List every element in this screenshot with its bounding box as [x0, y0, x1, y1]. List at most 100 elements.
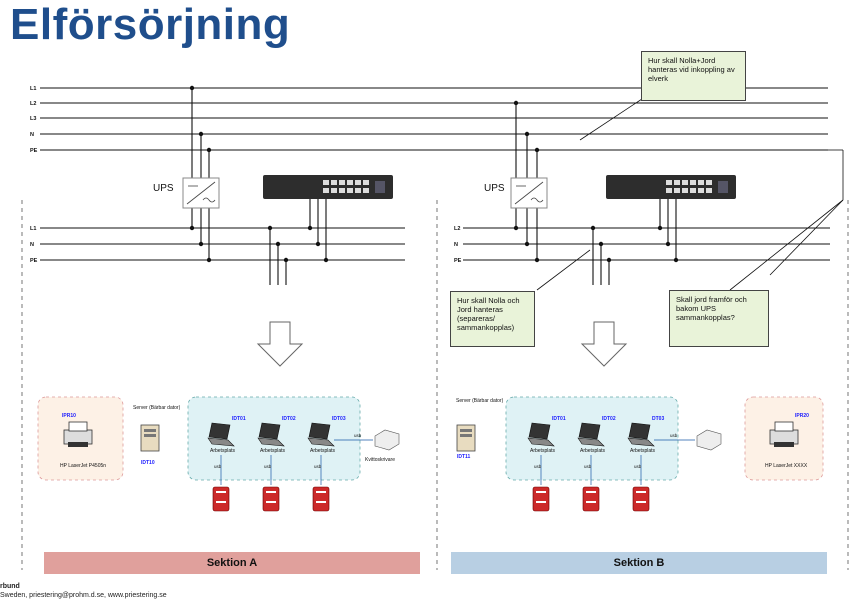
- server-id-a: IDT10: [141, 460, 155, 466]
- printer-name-a: HP LaserJet P4505n: [60, 463, 106, 469]
- battery-stripe: [216, 501, 226, 503]
- bus-label-b-pe: PE: [454, 258, 462, 264]
- junction-dot: [323, 257, 329, 263]
- battery-body: [532, 486, 550, 512]
- printer-icon-b: [769, 421, 799, 447]
- junction-dot: [267, 225, 273, 231]
- ups-battery-icon-a-2: [312, 486, 330, 512]
- printer-body: [769, 429, 799, 445]
- ups-label-a: UPS: [153, 183, 174, 194]
- switch-port: [690, 180, 696, 185]
- ups-battery-icon-b-0: [532, 486, 550, 512]
- switch-port: [666, 188, 672, 193]
- switch-port: [698, 188, 704, 193]
- laptop-screen: [528, 422, 551, 440]
- printer-name-b: HP LaserJet XXXX: [765, 463, 808, 469]
- network-switch-a: [263, 175, 393, 199]
- bus-label-top-l2: L2: [30, 101, 36, 107]
- junction-dot: [590, 225, 596, 231]
- switch-port: [347, 180, 353, 185]
- bus-label-top-l3: L3: [30, 116, 36, 122]
- ups-battery-icon-b-2: [632, 486, 650, 512]
- laptop-keyboard: [577, 437, 605, 447]
- junction-dot: [189, 85, 195, 91]
- note-leader-right: [729, 199, 844, 291]
- junction-dot: [206, 257, 212, 263]
- junction-dot: [524, 241, 530, 247]
- switch-port: [355, 188, 361, 193]
- page-title: Elförsörjning: [10, 0, 291, 49]
- battery-stripe: [586, 491, 596, 493]
- battery-body: [312, 486, 330, 512]
- laptop-icon-a-2: [307, 422, 335, 447]
- junction-dot: [315, 241, 321, 247]
- battery-stripe: [316, 501, 326, 503]
- laptop-keyboard: [257, 437, 285, 447]
- workstation-label: Arbetsplats: [630, 448, 656, 454]
- battery-stripe: [536, 501, 546, 503]
- switch-module: [375, 181, 385, 193]
- workstation-label: Arbetsplats: [580, 448, 606, 454]
- battery-stripe: [636, 491, 646, 493]
- server-tower: [140, 424, 160, 452]
- switch-port: [355, 180, 361, 185]
- workstation-id: IDT02: [602, 416, 616, 422]
- junction-dot: [283, 257, 289, 263]
- printer-icon-a: [63, 421, 93, 447]
- battery-stripe: [536, 491, 546, 493]
- server-tower: [456, 424, 476, 452]
- junction-dot: [275, 241, 281, 247]
- ups-battery-icon-a-1: [262, 486, 280, 512]
- printer-tray: [774, 442, 794, 447]
- usb-label: usb: [314, 464, 322, 469]
- printer-id-b: IPR20: [795, 413, 809, 419]
- receipt-printer-icon-b: [696, 429, 722, 451]
- junction-dot: [307, 225, 313, 231]
- printer-id-a: IPR10: [62, 413, 76, 419]
- switch-port: [339, 180, 345, 185]
- footer-org: rbund: [0, 583, 20, 590]
- switch-port: [363, 188, 369, 193]
- laptop-keyboard: [207, 437, 235, 447]
- battery-body: [582, 486, 600, 512]
- laptop-screen: [258, 422, 281, 440]
- workstation-id: IDT02: [282, 416, 296, 422]
- battery-body: [212, 486, 230, 512]
- switch-port: [698, 180, 704, 185]
- receipt-printer-body: [374, 429, 400, 451]
- workstation-id: IDT01: [552, 416, 566, 422]
- ups-battery-icon-a-0: [212, 486, 230, 512]
- switch-port: [323, 188, 329, 193]
- printer-paper: [68, 421, 88, 432]
- laptop-icon-b-1: [577, 422, 605, 447]
- bus-label-a-l1: L1: [30, 226, 36, 232]
- laptop-screen: [208, 422, 231, 440]
- switch-port: [674, 188, 680, 193]
- junction-dot: [524, 131, 530, 137]
- note-leader-top: [579, 96, 646, 141]
- note-ups-earth-bonding: Skall jord framför och bakom UPS sammank…: [669, 290, 769, 347]
- workstation-label: Arbetsplats: [210, 448, 236, 454]
- server-drive: [460, 429, 472, 432]
- workstation-id: IDT03: [332, 416, 346, 422]
- printer-paper: [774, 421, 794, 432]
- bus-label-top-pe: PE: [30, 148, 38, 154]
- switch-body: [263, 175, 393, 199]
- switch-port: [690, 188, 696, 193]
- server-icon-a: [140, 424, 160, 452]
- workstation-id: DT03: [652, 416, 664, 422]
- server-label-a: Server (Bärbar dator): [133, 405, 181, 411]
- bus-label-top-l1: L1: [30, 86, 36, 92]
- battery-body: [262, 486, 280, 512]
- junction-dot: [534, 147, 540, 153]
- switch-port: [339, 188, 345, 193]
- battery-stripe: [636, 501, 646, 503]
- workstation-label: Arbetsplats: [260, 448, 286, 454]
- workstation-label: Arbetsplats: [530, 448, 556, 454]
- usb-label: usb: [214, 464, 222, 469]
- usb-label: usb: [634, 464, 642, 469]
- switch-port: [323, 180, 329, 185]
- section-b-bar: Sektion B: [451, 552, 827, 574]
- workstation-label: Arbetsplats: [310, 448, 336, 454]
